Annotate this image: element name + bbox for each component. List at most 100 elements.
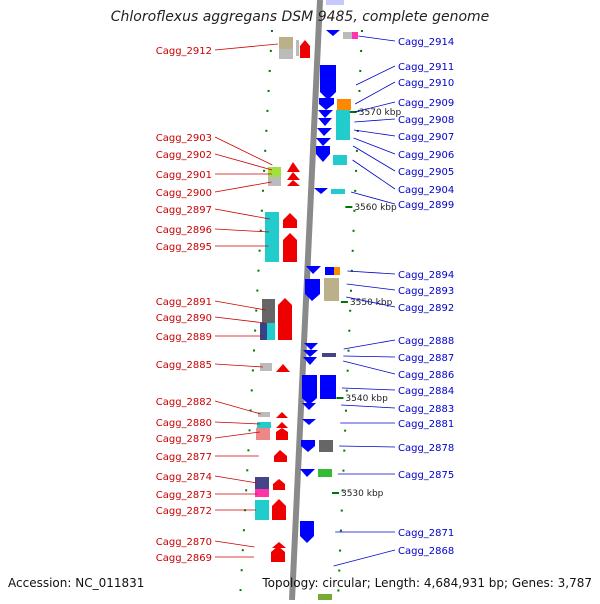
gene-cagg-2884 [320,375,336,399]
gene-label-cagg-2897[interactable]: Cagg_2897 [156,205,212,216]
gene-label-cagg-2890[interactable]: Cagg_2890 [156,313,212,324]
gene-label-cagg-2871[interactable]: Cagg_2871 [398,528,454,539]
gene-label-cagg-2912[interactable]: Cagg_2912 [156,46,212,57]
gene-cagg-2881-arrow [302,419,316,425]
gene-label-cagg-2905[interactable]: Cagg_2905 [398,167,454,178]
gene-label-cagg-2884[interactable]: Cagg_2884 [398,386,454,397]
gene-label-cagg-2893[interactable]: Cagg_2893 [398,286,454,297]
gene-label-cagg-2907[interactable]: Cagg_2907 [398,132,454,143]
leader-line-cagg-2883 [341,404,396,409]
gene-label-cagg-2904[interactable]: Cagg_2904 [398,185,454,196]
gene-label-cagg-2887[interactable]: Cagg_2887 [398,353,454,364]
gene-cagg-2904 [333,155,347,165]
leader-line-cagg-2885 [214,363,263,368]
leader-line-cagg-2874 [214,475,258,484]
gene-label-cagg-2878[interactable]: Cagg_2878 [398,443,454,454]
gene-cagg-2887-arrow [303,350,318,357]
gene-label-cagg-2868[interactable]: Cagg_2868 [398,546,454,557]
gene-cagg-2900-arrow [287,180,300,186]
gene-cagg-2870-arrow [272,542,286,548]
gene-cagg-2899 [331,189,345,194]
gene-cagg-2889 [267,323,275,340]
leader-line-cagg-2900 [214,181,272,193]
leader-line-cagg-2908 [354,118,396,123]
gene-label-cagg-2891[interactable]: Cagg_2891 [156,297,212,308]
gene-cagg-2914-arrow [326,30,340,36]
gene-cagg-2905-arrow [316,138,331,146]
gene-label-cagg-2885[interactable]: Cagg_2885 [156,360,212,371]
leader-line-cagg-2905 [352,145,396,172]
gene-label-cagg-2875[interactable]: Cagg_2875 [398,470,454,481]
leader-line-cagg-2902 [214,153,273,171]
leader-line-cagg-2868 [333,549,396,567]
gene-label-cagg-2873[interactable]: Cagg_2873 [156,490,212,501]
gene-cagg-2887 [322,353,336,357]
gene-label-cagg-2880[interactable]: Cagg_2880 [156,418,212,429]
gene-label-cagg-2911[interactable]: Cagg_2911 [398,62,454,73]
gene-label-cagg-2877[interactable]: Cagg_2877 [156,452,212,463]
gene-label-cagg-2906[interactable]: Cagg_2906 [398,150,454,161]
gene-label-cagg-2899[interactable]: Cagg_2899 [398,200,454,211]
gene-block-bottom [318,594,332,600]
gene-cagg-2883-arrow [302,403,316,410]
gene-label-cagg-2883[interactable]: Cagg_2883 [398,404,454,415]
leader-line-cagg-2892 [346,296,396,308]
gene-cagg-2874 [255,477,269,489]
genome-summary-text: Topology: circular; Length: 4,684,931 bp… [262,576,592,590]
gene-label-cagg-2889[interactable]: Cagg_2889 [156,332,212,343]
gene-label-cagg-2870[interactable]: Cagg_2870 [156,537,212,548]
gene-label-cagg-2874[interactable]: Cagg_2874 [156,472,212,483]
gene-cagg-2878 [319,440,333,452]
gene-block-top [326,0,344,5]
gene-cagg-2880-arrow [276,422,288,428]
gene-cagg-2914b [352,32,358,39]
gene-cagg-2891 [262,299,275,323]
leader-line-cagg-2890 [214,316,265,324]
gene-cagg-2882 [258,412,270,417]
gene-label-cagg-2902[interactable]: Cagg_2902 [156,150,212,161]
gene-label-cagg-2894[interactable]: Cagg_2894 [398,270,454,281]
leader-line-cagg-2888 [343,339,396,350]
gene-label-cagg-2914[interactable]: Cagg_2914 [398,37,454,48]
gene-label-cagg-2881[interactable]: Cagg_2881 [398,419,454,430]
leader-line-cagg-2884 [341,387,396,391]
gene-cagg-2882-arrow [276,412,288,418]
leader-line-cagg-2911 [355,65,396,86]
gene-cagg-2894 [325,267,334,275]
gene-cagg-2895-arrow [283,233,297,262]
gene-cagg-2875-arrow [300,469,315,477]
gene-cagg-2871-arrow [300,521,314,543]
gene-label-cagg-2892[interactable]: Cagg_2892 [398,303,454,314]
gene-label-cagg-2879[interactable]: Cagg_2879 [156,434,212,445]
leader-line-cagg-2887 [343,355,396,358]
gene-cagg-2899-arrow [314,188,328,194]
kbp-label: 3530 kbp [341,489,384,499]
gene-label-cagg-2882[interactable]: Cagg_2882 [156,397,212,408]
gene-cagg-2909 [337,99,351,110]
gene-label-cagg-2908[interactable]: Cagg_2908 [398,115,454,126]
gene-label-cagg-2903[interactable]: Cagg_2903 [156,133,212,144]
leader-line-cagg-2870 [214,540,255,548]
gene-label-cagg-2910[interactable]: Cagg_2910 [398,78,454,89]
leader-line-cagg-2906 [353,137,396,155]
gene-label-cagg-2896[interactable]: Cagg_2896 [156,225,212,236]
gene-label-cagg-2872[interactable]: Cagg_2872 [156,506,212,517]
gene-label-cagg-2909[interactable]: Cagg_2909 [398,98,454,109]
gene-cagg-2900 [268,177,281,186]
gene-label-cagg-2900[interactable]: Cagg_2900 [156,188,212,199]
leader-line-cagg-2904 [352,159,396,190]
leader-line-cagg-2878 [339,445,396,448]
gene-label-cagg-2888[interactable]: Cagg_2888 [398,336,454,347]
leader-line-cagg-2912 [214,43,278,51]
gene-label-cagg-2901[interactable]: Cagg_2901 [156,170,212,181]
gene-label-cagg-2886[interactable]: Cagg_2886 [398,370,454,381]
gene-cagg-2874-arrow [273,479,285,490]
gene-cagg-2886-arrow [303,357,317,365]
gene-cagg-2892 [324,278,339,301]
gene-cagg-2914 [343,32,352,39]
gene-cagg-2894b [334,267,340,275]
gene-cagg-2912-arrow [300,40,310,58]
gene-label-cagg-2869[interactable]: Cagg_2869 [156,553,212,564]
kbp-label: 3560 kbp [354,203,397,213]
gene-label-cagg-2895[interactable]: Cagg_2895 [156,242,212,253]
